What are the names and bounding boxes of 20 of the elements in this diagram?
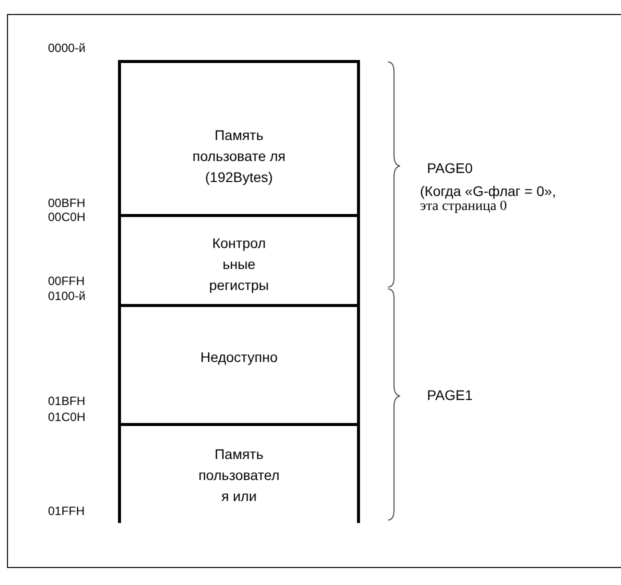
address-label: 01FFH bbox=[48, 503, 85, 519]
page-label: PAGE1 bbox=[427, 387, 473, 403]
address-label: 0000-й bbox=[48, 40, 86, 56]
segment-label: Недоступно bbox=[199, 348, 279, 367]
memory-segment bbox=[118, 60, 360, 214]
segment-label: Память пользовате ля (192Bytes) bbox=[191, 126, 286, 187]
page-label: PAGE0 bbox=[427, 160, 473, 176]
address-label: 0100-й bbox=[48, 288, 86, 304]
address-label: 01BFH bbox=[48, 393, 86, 409]
memory-segment bbox=[118, 304, 360, 423]
address-label: 00C0H bbox=[48, 209, 86, 225]
address-label: 01C0H bbox=[48, 409, 86, 425]
segment-label: Контрол ьные регистры bbox=[208, 234, 270, 295]
memory-segment bbox=[118, 423, 360, 523]
address-label: 00FFH bbox=[48, 273, 85, 289]
address-label: 00BFH bbox=[48, 195, 86, 211]
note-text: (Когда «G-флаг = 0», bbox=[420, 183, 556, 199]
memory-segment bbox=[118, 214, 360, 304]
segment-label: Память пользовател я или bbox=[197, 445, 281, 506]
note-text: эта страница 0 bbox=[420, 199, 507, 215]
